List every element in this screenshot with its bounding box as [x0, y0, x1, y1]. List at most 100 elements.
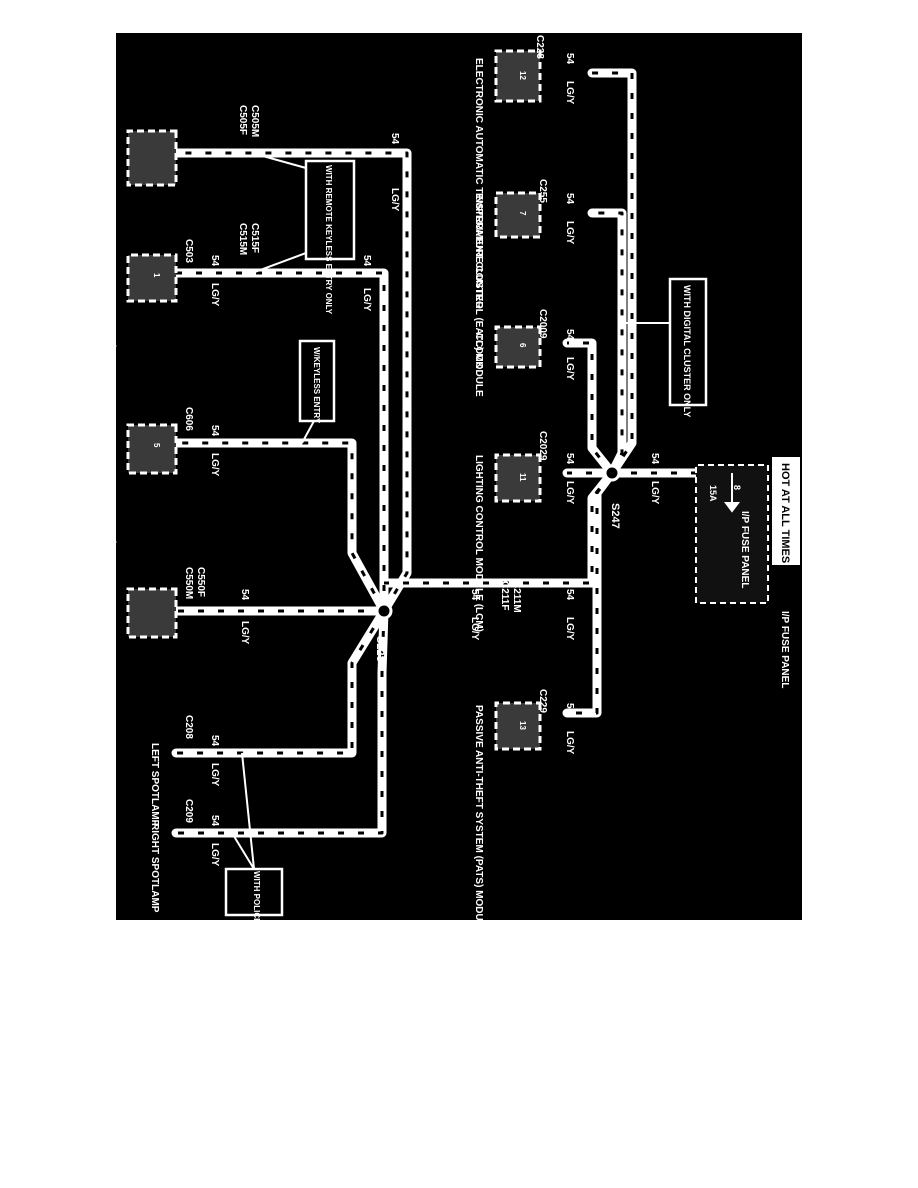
wire-s247-pats-stripe	[567, 472, 614, 715]
connector-c229: C229	[537, 689, 548, 713]
wire-color-cluster: LG/Y	[564, 221, 575, 245]
splice-s228-label: S228	[374, 636, 386, 662]
circuit-number-trunk-upper: 54	[564, 589, 575, 601]
component-rf-switch	[126, 423, 178, 475]
fuse-panel-inner-label: I/P FUSE PANEL	[739, 511, 750, 588]
connector-c208: C208	[183, 715, 194, 739]
component-pats-pin: 13	[518, 721, 527, 730]
callout-remote-keyless-pointer-a	[251, 152, 307, 169]
component-keypad	[126, 129, 178, 187]
callout-remote-keyless-pointer-b	[251, 252, 307, 274]
wire-color-lcm: LG/Y	[564, 481, 575, 505]
component-clock-label: CLOCK	[473, 333, 484, 369]
splice-s228	[375, 602, 393, 620]
component-cluster-pin: 7	[518, 211, 527, 216]
wires-inner	[176, 71, 697, 835]
connector-c505m: C505M	[249, 105, 260, 137]
callout-police: WITH POLICE OPTION	[252, 871, 261, 957]
connector-c550m: C550M	[183, 567, 194, 599]
wire-s228-rf-stripe	[176, 441, 386, 612]
connector-c2029: C2029	[537, 431, 548, 461]
component-master-switch-label: MASTER WINDOW/ DOOR LOCK CONTROL SWITCH	[106, 255, 117, 505]
connector-c2009: C2009	[537, 309, 548, 339]
fuse-arrow-icon	[724, 473, 740, 513]
circuit-number-left-spot: 54	[209, 735, 220, 747]
splice-s247	[603, 464, 621, 482]
callout-keyless: W/KEYLESS ENTRY	[312, 347, 321, 424]
callout-keyless-pointer	[301, 420, 315, 444]
wire-color-left-spot: LG/Y	[209, 763, 220, 787]
component-keypad-label: KEYPAD SWITCH ASSEMBLY	[106, 133, 117, 274]
wire-color-right-spot: LG/Y	[209, 843, 220, 867]
circuit-number-cluster: 54	[564, 193, 575, 205]
circuit-labels: 54 LG/Y 54 LG/Y 54 LG/Y 54 LG/Y 54 LG/Y …	[209, 53, 660, 867]
wire-color-mirror: LG/Y	[239, 621, 250, 645]
connector-c211m: C211M	[511, 581, 522, 613]
component-pats-label: PASSIVE ANTI-THEFT SYSTEM (PATS) MODULE	[473, 705, 484, 934]
wire-color-pats: LG/Y	[564, 731, 575, 755]
circuit-number-lcm: 54	[564, 453, 575, 465]
circuit-number-eatc: 54	[564, 53, 575, 65]
connector-c209: C209	[183, 799, 194, 823]
wire-s247-eatc-stripe	[592, 71, 634, 474]
connector-c255: C255	[537, 179, 548, 203]
component-pats	[494, 701, 542, 751]
wire-s247-clock-stripe	[567, 341, 614, 474]
circuit-number-pats: 54	[564, 703, 575, 715]
connector-c228: C228	[534, 35, 545, 59]
wire-color-rf: LG/Y	[209, 453, 220, 477]
circuit-number-trunk-lower: 54	[469, 589, 480, 601]
wire-s228-master-stripe	[176, 271, 386, 611]
component-eatc-label: ELECTRONIC AUTOMATIC TEMPERATURE CONTROL…	[473, 58, 484, 397]
component-lcm-pin: 11	[518, 473, 527, 482]
component-cluster	[494, 191, 542, 239]
circuit-number-mirror: 54	[239, 589, 250, 601]
callout-digital-cluster-box	[668, 277, 708, 407]
component-lcm	[494, 453, 542, 503]
component-eatc	[494, 49, 542, 103]
connector-c211f: C211F	[499, 581, 510, 610]
fuse-rating: 15A	[708, 485, 718, 502]
callout-remote-keyless-box	[304, 159, 356, 261]
wire-s228-right-spot-stripe	[176, 610, 386, 835]
callout-remote-keyless: WITH REMOTE KEYLESS ENTRY ONLY	[324, 165, 333, 315]
component-lcm-label: LIGHTING CONTROL MODULE (LCM)	[473, 455, 484, 632]
splice-s247-label: S247	[609, 503, 621, 529]
wire-s228-left-spot	[171, 606, 389, 758]
component-right-spotlamp-label: RIGHT SPOTLAMP	[149, 823, 160, 913]
wire-s247-s228-stripe	[384, 472, 614, 585]
component-master-switch	[126, 253, 178, 303]
wire-s247-cluster-stripe	[592, 211, 624, 474]
circuit-number-right-spot: 54	[209, 815, 220, 827]
callout-police-pointer-a	[241, 752, 255, 870]
hot-at-all-times-label: HOT AT ALL TIMES	[779, 463, 791, 563]
component-mirror-switch-label: POWER MIRROR SWITCH	[106, 591, 117, 714]
wire-color-keypad: LG/Y	[389, 188, 400, 212]
connector-c515f: C515F	[249, 223, 260, 253]
fuse-number: 8	[732, 485, 742, 490]
wire-color-master-upper: LG/Y	[361, 288, 372, 312]
circuit-number-fuse: 54	[649, 453, 660, 465]
component-clock-pin: 6	[518, 343, 527, 348]
connector-c503: C503	[183, 239, 194, 263]
connector-c505f: C505F	[237, 105, 248, 135]
circuit-number-rf: 54	[209, 425, 220, 437]
component-mirror-switch	[126, 587, 178, 639]
hot-at-all-times-box	[772, 457, 800, 565]
component-left-spotlamp-label: LEFT SPOTLAMP	[149, 743, 160, 827]
connector-c550f: C550F	[195, 567, 206, 597]
circuit-number-keypad: 54	[389, 133, 400, 145]
rotated-schematic: S247 S228 HOT AT ALL TIMES 8 15A I/P FUS…	[106, 35, 800, 957]
fuse-panel-outer-label: I/P FUSE PANEL	[779, 611, 790, 688]
component-master-switch-pin: 1	[152, 273, 161, 278]
circuit-number-master-upper: 54	[361, 255, 372, 267]
component-clock	[494, 325, 542, 369]
component-rf-switch-label: RIGHT FRONT WINDOW/DOOR LOCK CONTROL SWI…	[106, 425, 117, 698]
wire-color-trunk-upper: LG/Y	[564, 617, 575, 641]
component-rf-switch-pin: 5	[152, 443, 161, 448]
circuit-number-clock: 54	[564, 329, 575, 341]
connector-c515m: C515M	[237, 223, 248, 255]
connector-c606: C606	[183, 407, 194, 431]
callout-digital-cluster: WITH DIGITAL CLUSTER ONLY	[682, 285, 692, 417]
